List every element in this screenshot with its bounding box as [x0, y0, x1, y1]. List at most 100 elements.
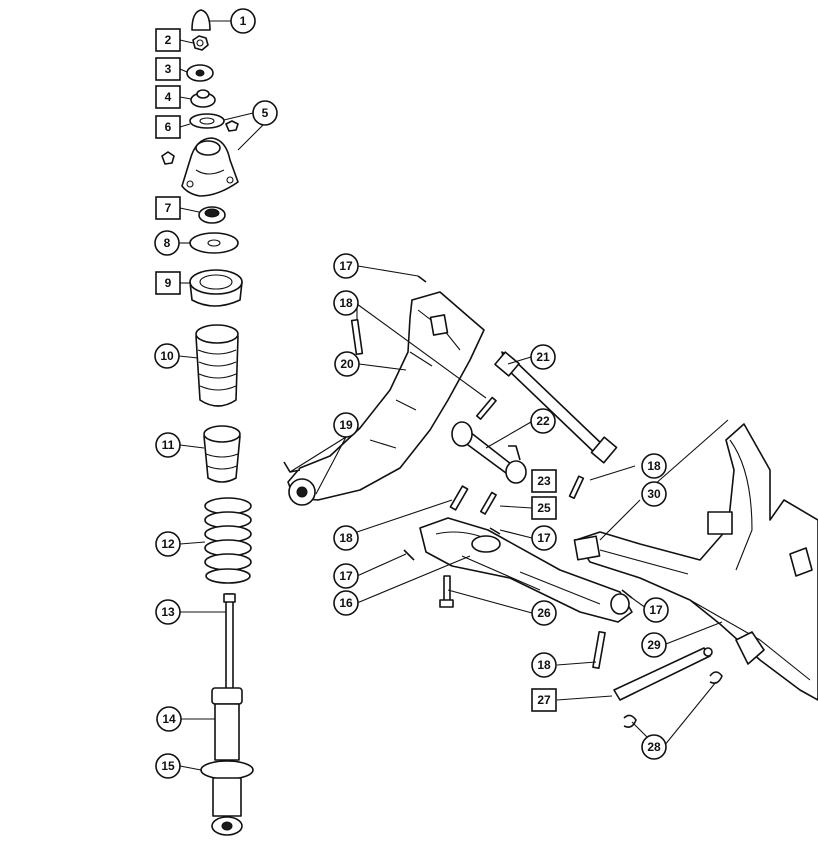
callouts: 1 2 3 4 5 6 7 8	[154, 8, 669, 779]
svg-text:17: 17	[649, 603, 663, 617]
svg-text:13: 13	[161, 605, 175, 619]
part-bolt-17b	[403, 549, 415, 561]
part-lower-washer	[189, 232, 239, 254]
callout-19: 19	[333, 412, 359, 438]
svg-text:12: 12	[161, 537, 175, 551]
svg-text:17: 17	[339, 259, 353, 273]
svg-text:5: 5	[262, 106, 269, 120]
callout-29: 29	[641, 632, 667, 658]
svg-text:25: 25	[537, 501, 551, 515]
part-retainer-plate	[161, 113, 239, 165]
part-toe-link	[494, 351, 618, 464]
callout-30: 30	[641, 481, 667, 507]
callout-9: 9	[155, 271, 181, 295]
svg-text:19: 19	[339, 418, 353, 432]
svg-text:18: 18	[537, 658, 551, 672]
callout-18-right: 18	[641, 453, 667, 479]
svg-text:15: 15	[161, 759, 175, 773]
svg-text:28: 28	[647, 740, 661, 754]
part-clip-28b	[623, 714, 637, 728]
part-bolt-25	[479, 491, 497, 515]
svg-text:8: 8	[164, 236, 171, 250]
svg-text:22: 22	[536, 414, 550, 428]
svg-text:21: 21	[536, 350, 550, 364]
callout-4: 4	[155, 85, 181, 109]
callout-27: 27	[531, 688, 557, 712]
part-top-nut	[192, 35, 209, 51]
callout-21: 21	[530, 344, 556, 370]
callout-23: 23	[531, 469, 557, 493]
svg-text:6: 6	[165, 120, 172, 134]
callout-17-left: 17	[333, 563, 359, 589]
svg-text:29: 29	[647, 638, 661, 652]
callout-1: 1	[230, 8, 256, 34]
part-stabilizer-link	[613, 647, 713, 701]
callout-2: 2	[155, 28, 181, 52]
callout-12: 12	[155, 531, 181, 557]
callout-11: 11	[155, 432, 181, 458]
callout-18-top: 18	[333, 290, 359, 316]
part-upper-mount	[181, 137, 239, 197]
svg-text:23: 23	[537, 474, 551, 488]
callout-25: 25	[531, 496, 557, 520]
svg-text:20: 20	[340, 357, 354, 371]
callout-18-bottom: 18	[531, 652, 557, 678]
callout-20: 20	[334, 351, 360, 377]
callout-17-top: 17	[333, 253, 359, 279]
strut-assembly-stack	[161, 9, 254, 836]
part-bolt-17d	[621, 589, 633, 599]
part-bearing	[198, 206, 226, 224]
svg-text:30: 30	[647, 487, 661, 501]
callout-5: 5	[252, 100, 278, 126]
callout-10: 10	[154, 343, 180, 369]
part-jounce-cap	[191, 9, 211, 31]
svg-text:11: 11	[162, 438, 175, 452]
svg-text:27: 27	[537, 693, 551, 707]
svg-text:3: 3	[165, 62, 172, 76]
part-bolt-18d	[449, 485, 469, 511]
rear-suspension-linkage	[283, 275, 818, 728]
callout-18-left: 18	[333, 525, 359, 551]
part-knuckle-arm	[283, 291, 485, 506]
part-bolt-18a	[350, 318, 364, 356]
svg-text:14: 14	[162, 712, 176, 726]
svg-text:18: 18	[339, 296, 353, 310]
svg-text:17: 17	[537, 531, 551, 545]
part-shock-body	[200, 687, 254, 836]
part-bolt-18e	[592, 630, 606, 670]
callout-22: 22	[530, 408, 556, 434]
callout-26: 26	[531, 600, 557, 626]
svg-text:10: 10	[160, 349, 174, 363]
svg-text:4: 4	[165, 90, 172, 104]
svg-text:26: 26	[537, 606, 551, 620]
part-dust-boot	[195, 324, 239, 407]
svg-text:17: 17	[339, 569, 353, 583]
part-lateral-link	[451, 421, 527, 484]
callout-16: 16	[333, 590, 359, 616]
part-bolt-17a	[417, 275, 427, 283]
callout-3: 3	[155, 57, 181, 81]
callout-13: 13	[155, 599, 181, 625]
svg-text:1: 1	[240, 14, 247, 28]
callout-6: 6	[155, 115, 181, 139]
part-upper-spring-seat	[189, 269, 243, 307]
part-bolt-18b	[475, 396, 497, 420]
leader-lines	[178, 20, 729, 771]
callout-17-right: 17	[643, 597, 669, 623]
part-piston-rod	[223, 593, 236, 691]
callout-17-middle: 17	[531, 525, 557, 551]
svg-text:18: 18	[339, 531, 353, 545]
part-clip-28a	[709, 671, 723, 684]
callout-7: 7	[155, 196, 181, 220]
part-bolt-17c	[489, 527, 501, 535]
callout-15: 15	[155, 753, 181, 779]
part-lower-spring-link	[419, 517, 633, 623]
svg-text:2: 2	[165, 33, 172, 47]
part-jounce-bumper	[203, 425, 241, 483]
svg-text:9: 9	[165, 276, 172, 290]
part-coil-spring	[204, 497, 252, 584]
svg-text:16: 16	[339, 596, 353, 610]
part-upper-washer	[186, 64, 214, 82]
callout-8: 8	[154, 230, 180, 256]
